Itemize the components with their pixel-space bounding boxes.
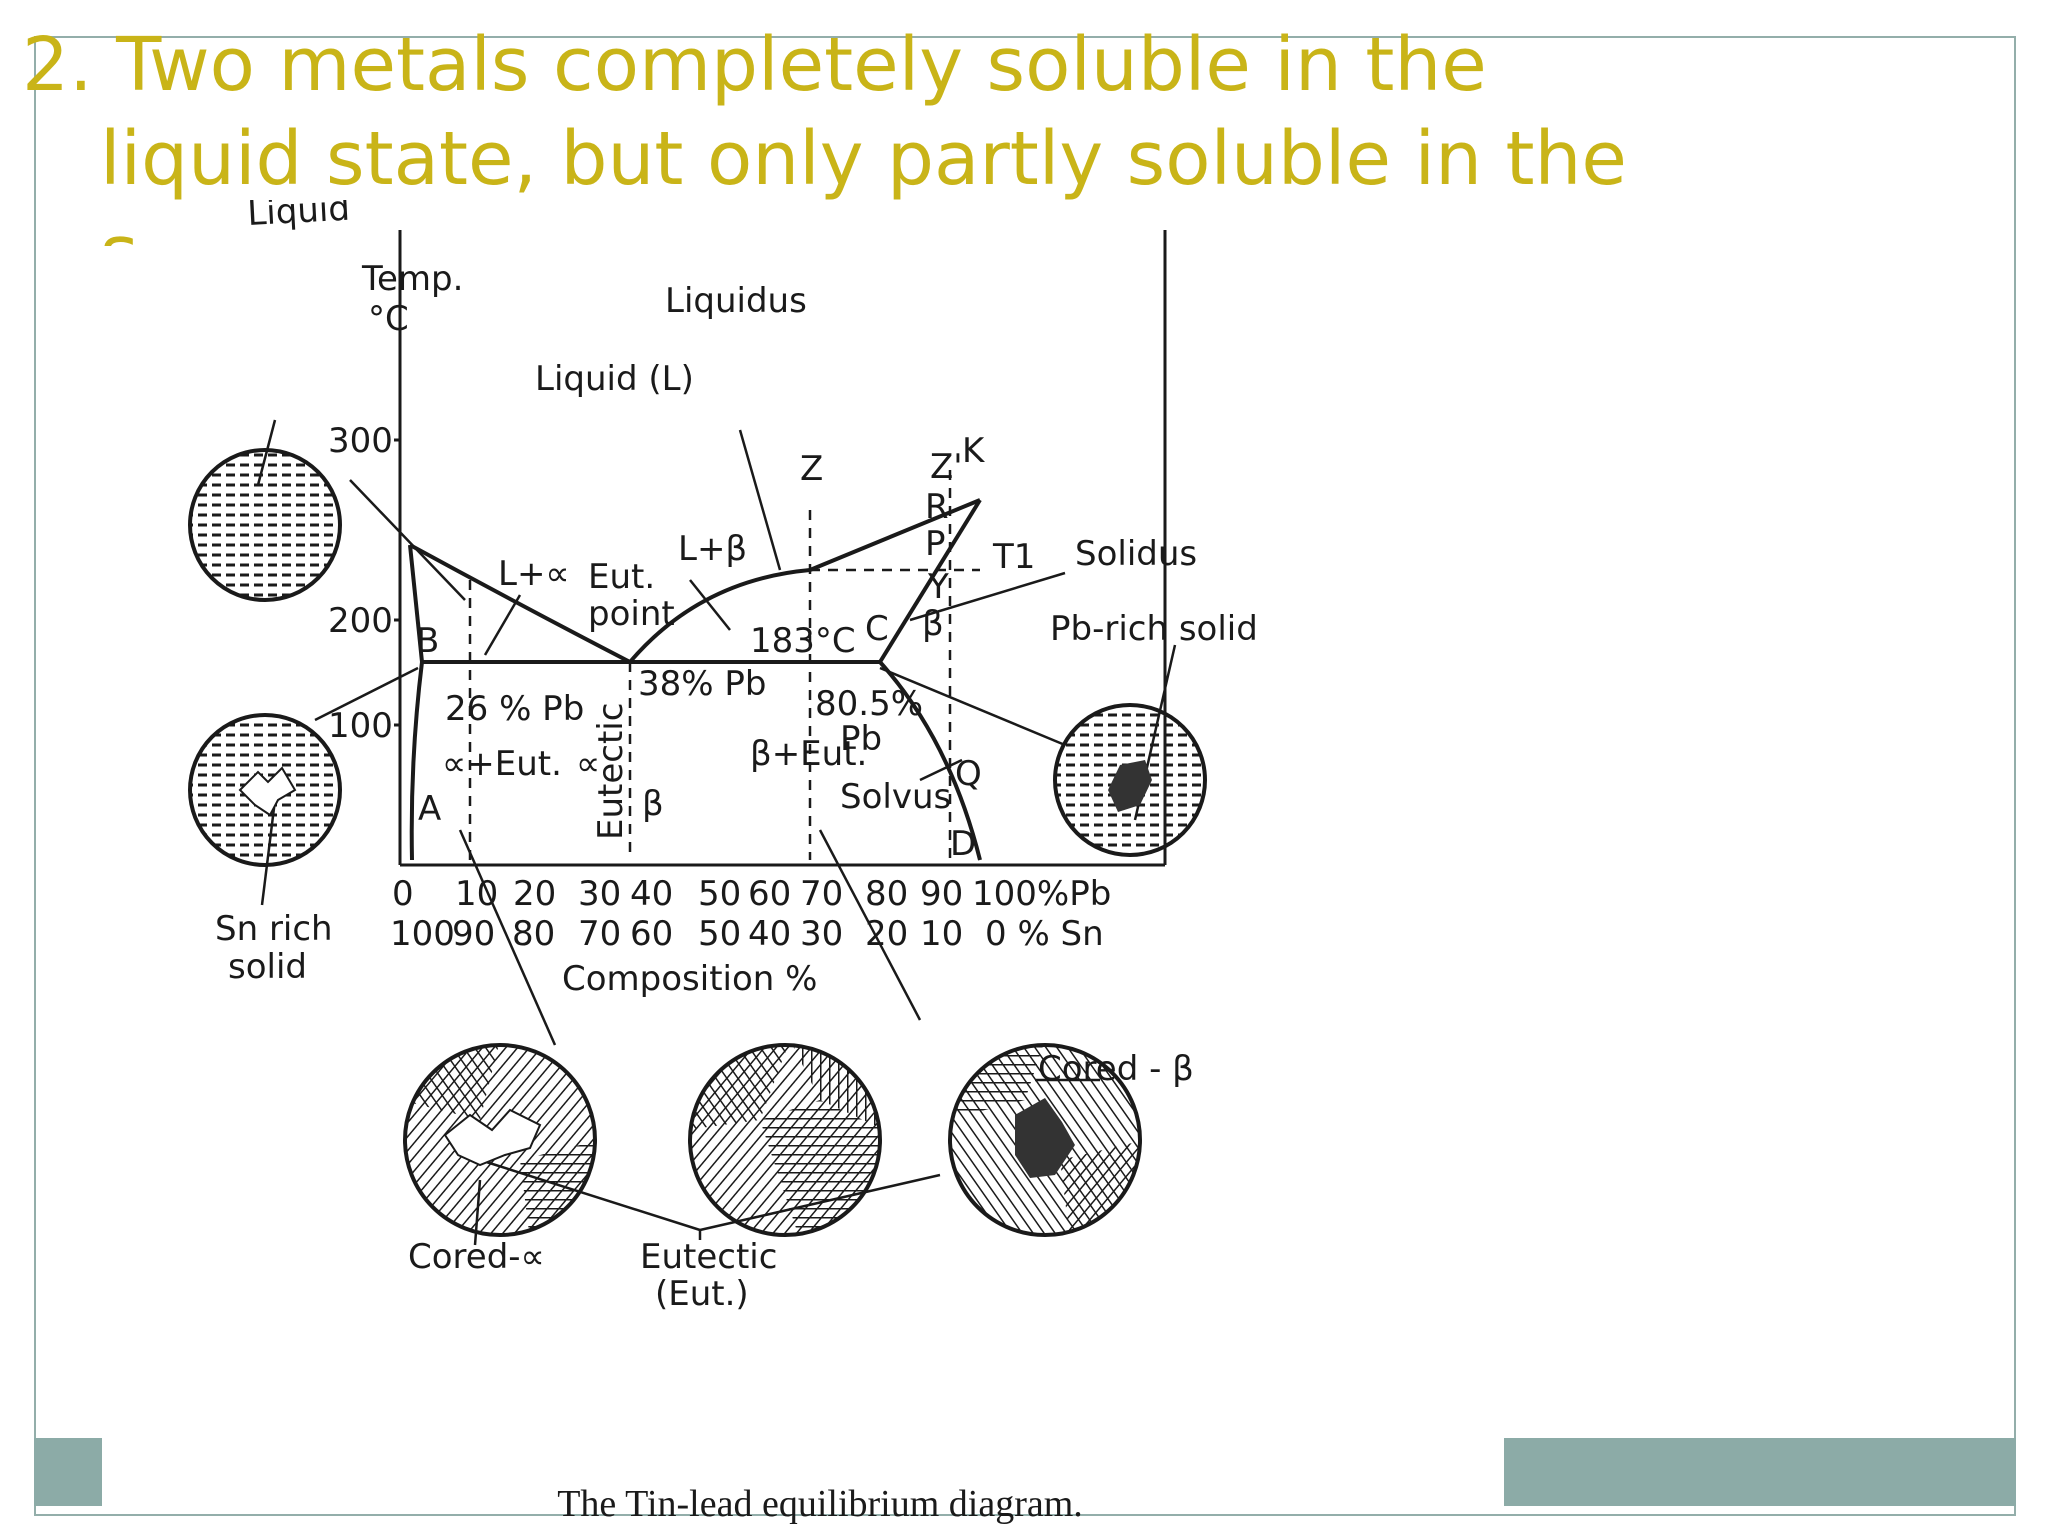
- x-tick-sn-70: 70: [578, 914, 621, 954]
- label-beta-limit-2: Pb: [840, 719, 882, 759]
- phase-diagram-svg: Temp. °C 300 200 100 0 10 20 30 40 50 60…: [188, 189, 1258, 1314]
- slide-frame: [34, 36, 2016, 1516]
- region-alpha-eut: ∝+Eut.: [442, 744, 562, 784]
- micro-label-cored-beta: Cored - β: [1038, 1049, 1194, 1089]
- dashed-guides: [468, 470, 980, 860]
- x-tick-pb-30: 30: [578, 874, 621, 914]
- liquidus-right: [628, 498, 981, 664]
- x-tick-pb-50: 50: [698, 874, 741, 914]
- point-r: R: [925, 487, 949, 527]
- liquidus-left: [409, 543, 631, 664]
- temp-unit: °C: [368, 299, 409, 339]
- x-tick-pb-100: 100%Pb: [972, 874, 1111, 914]
- micro-label-liquid: Liquid: [246, 200, 351, 234]
- footer-bar-right: [1504, 1438, 2016, 1506]
- region-beta-eut: β+Eut.: [750, 734, 867, 774]
- x-tick-sn-40: 40: [748, 914, 791, 954]
- label-solidus: Solidus: [1075, 534, 1197, 574]
- micro-label-sn-rich-2: solid: [228, 947, 307, 987]
- point-q: Q: [955, 754, 982, 794]
- region-l-alpha: L+∝: [498, 554, 570, 594]
- title-line-2: liquid state, but only partly soluble in…: [100, 116, 1627, 202]
- phase-boundaries: [408, 498, 982, 861]
- title-line-3-fragment: s: [22, 206, 139, 246]
- x-tick-pb-90: 90: [920, 874, 963, 914]
- label-eut-point-1: Eut.: [588, 557, 655, 597]
- x-tick-pb-0: 0: [392, 874, 414, 914]
- y-tick-100: 100: [328, 706, 393, 746]
- region-eutectic-vertical: Eutectic: [591, 703, 631, 840]
- micro-liquid: [188, 448, 342, 602]
- solvus-left: [409, 661, 424, 861]
- label-liquidus: Liquidus: [665, 281, 807, 321]
- x-tick-sn-20: 20: [865, 914, 908, 954]
- diagram-caption: The Tin-lead equilibrium diagram.: [557, 1483, 1083, 1525]
- x-tick-pb-60: 60: [748, 874, 791, 914]
- solidus-left: [408, 544, 424, 663]
- x-tick-sn-90: 90: [452, 914, 495, 954]
- region-beta-small: β: [642, 784, 664, 824]
- y-tick-300: 300: [328, 421, 393, 461]
- temp-label: Temp.: [361, 259, 463, 299]
- footer-bar-left: [34, 1438, 102, 1506]
- x-tick-sn-100: 100: [390, 914, 455, 954]
- point-z: Z: [800, 449, 823, 489]
- label-eut-temp: 183°C: [750, 621, 856, 661]
- x-tick-sn-50: 50: [698, 914, 741, 954]
- label-beta-limit-1: 80.5%: [815, 684, 923, 724]
- x-tick-sn-80: 80: [512, 914, 555, 954]
- point-d: D: [950, 824, 976, 864]
- label-alpha-limit: 26 % Pb: [445, 689, 584, 729]
- label-solvus: Solvus: [840, 777, 951, 817]
- solidus-right: [878, 498, 982, 664]
- micro-pb-rich: [1053, 703, 1207, 857]
- x-tick-pb-10: 10: [455, 874, 498, 914]
- micro-label-eutectic-1: Eutectic: [640, 1237, 777, 1277]
- y-tick-200: 200: [328, 601, 393, 641]
- x-tick-pb-80: 80: [865, 874, 908, 914]
- label-eut-comp: 38% Pb: [638, 664, 766, 704]
- x-tick-sn-30: 30: [800, 914, 843, 954]
- solvus-right: [878, 660, 982, 861]
- region-liquid: Liquid (L): [535, 359, 694, 399]
- micro-label-eutectic-2: (Eut.): [655, 1274, 749, 1314]
- point-a: A: [418, 789, 441, 829]
- micro-cored-alpha: [403, 1043, 597, 1237]
- label-eut-point-2: point: [588, 594, 675, 634]
- point-k: K: [962, 431, 986, 471]
- point-y: Y: [927, 567, 949, 607]
- title-line-1: 2. Two metals completely soluble in the: [22, 22, 1487, 108]
- micro-eutectic: [688, 1043, 882, 1237]
- point-b: B: [416, 621, 439, 661]
- x-tick-pb-70: 70: [800, 874, 843, 914]
- region-alpha-small: ∝: [576, 744, 600, 784]
- tin-lead-phase-diagram: Temp. °C 300 200 100 0 10 20 30 40 50 60…: [100, 189, 1540, 1540]
- x-tick-pb-40: 40: [630, 874, 673, 914]
- micro-label-pb-rich: Pb-rich solid: [1050, 609, 1258, 649]
- region-beta-right: β: [922, 604, 944, 644]
- x-tick-sn-60: 60: [630, 914, 673, 954]
- x-tick-sn-10: 10: [920, 914, 963, 954]
- point-c: C: [865, 609, 889, 649]
- micro-cored-beta: [948, 1043, 1142, 1237]
- point-p: P: [925, 524, 946, 564]
- x-tick-sn-0: 0 % Sn: [985, 914, 1104, 954]
- micro-sn-rich: [188, 713, 342, 867]
- label-t1: T1: [992, 537, 1035, 577]
- micro-label-sn-rich-1: Sn rich: [215, 909, 333, 949]
- micro-label-cored-alpha: Cored-∝: [408, 1237, 545, 1277]
- region-l-beta: L+β: [678, 529, 747, 569]
- x-axis-label: Composition %: [562, 959, 817, 999]
- point-z-prime: Z': [930, 447, 963, 487]
- x-tick-pb-20: 20: [513, 874, 556, 914]
